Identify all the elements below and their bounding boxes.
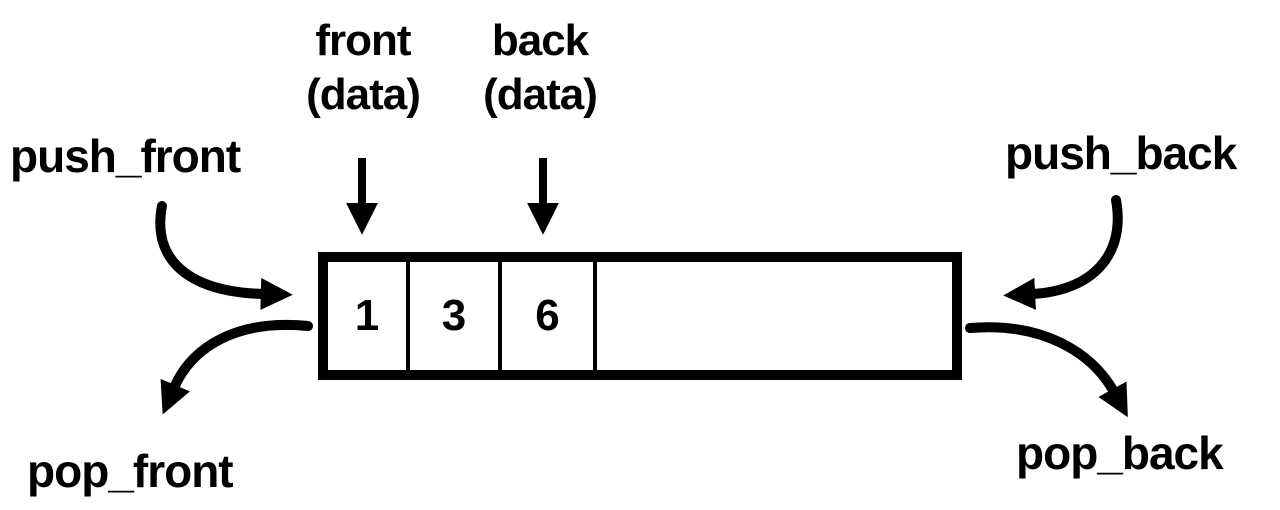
deque-array: 1 3 6: [318, 252, 962, 380]
front-pointer-label-line2: (data): [306, 70, 421, 119]
push-back-label: push_back: [1005, 127, 1237, 179]
pop-back-label: pop_back: [1016, 427, 1224, 479]
pop-front-arrow-icon: [160, 320, 313, 415]
back-pointer-label: back (data): [455, 14, 625, 122]
push-front-label: push_front: [10, 130, 241, 182]
back-pointer-label-line2: (data): [483, 70, 598, 119]
front-pointer-label: front (data): [278, 14, 448, 122]
deque-cell-1: 3: [410, 262, 502, 370]
deque-cell-2: 6: [502, 262, 597, 370]
deque-cell-0: 1: [328, 262, 410, 370]
pop-front-label: pop_front: [27, 445, 234, 497]
front-pointer-label-line1: front: [315, 16, 411, 65]
push-back-arrow-icon: [1003, 195, 1123, 310]
pop-back-arrow-icon: [965, 322, 1128, 418]
push-front-arrow-icon: [155, 201, 293, 310]
deque-cell-empty: [597, 262, 952, 370]
back-pointer-label-line1: back: [491, 16, 589, 65]
